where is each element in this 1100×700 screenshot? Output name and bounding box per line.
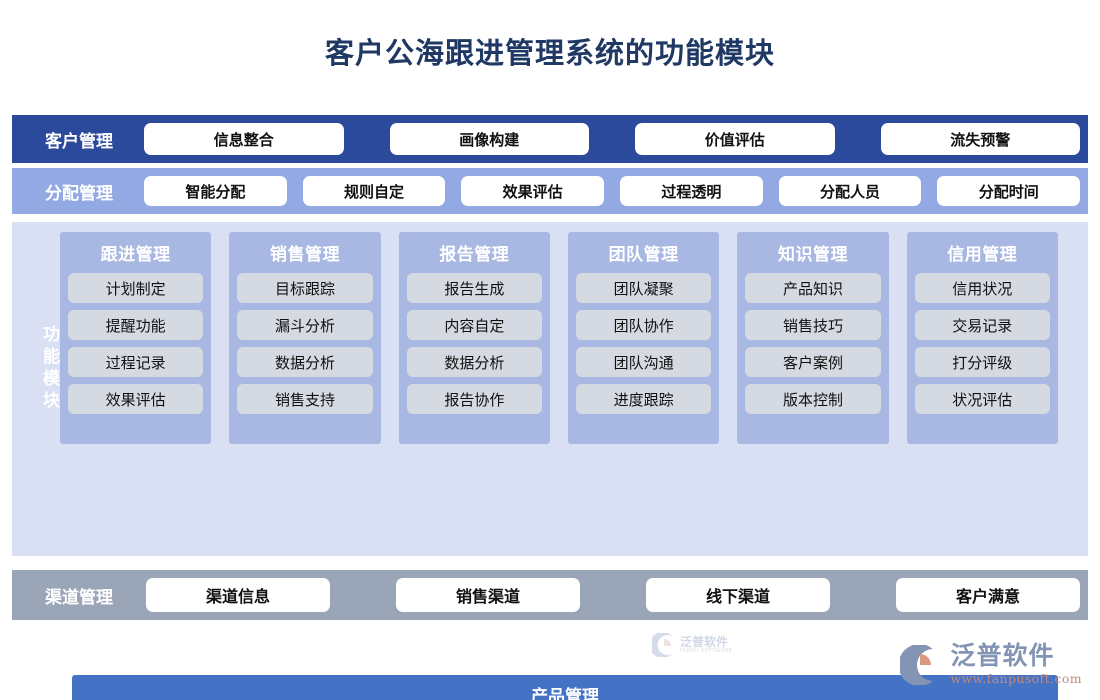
module-item[interactable]: 目标跟踪 [237, 273, 373, 303]
module-column-title: 团队管理 [608, 245, 679, 265]
module-column-team[interactable]: 团队管理 团队凝聚 团队协作 团队沟通 进度跟踪 [567, 232, 720, 444]
module-column-title: 信用管理 [947, 245, 1018, 265]
brand-url: www.fanpusoft.com [950, 671, 1082, 686]
watermark-name: 泛普软件 [680, 634, 729, 649]
page-title: 客户公海跟进管理系统的功能模块 [324, 36, 775, 70]
chip-assign-2[interactable]: 效果评估 [461, 176, 605, 206]
watermark-logo: 泛普软件 FANPU SOFTWARE [652, 630, 762, 660]
chip-channel-0[interactable]: 渠道信息 [146, 578, 330, 612]
chip-assign-3[interactable]: 过程透明 [620, 176, 763, 206]
module-item[interactable]: 产品知识 [745, 273, 881, 303]
module-column-followup[interactable]: 跟进管理 计划制定 提醒功能 过程记录 效果评估 [60, 232, 212, 444]
module-item[interactable]: 销售支持 [237, 384, 373, 414]
module-columns: 跟进管理 计划制定 提醒功能 过程记录 效果评估 销售管理 目标跟踪 漏斗分析 … [60, 232, 1058, 444]
module-column-title: 跟进管理 [100, 245, 171, 265]
panel-title-product-management: 产品管理 [531, 687, 599, 700]
module-item[interactable]: 漏斗分析 [237, 310, 373, 340]
module-item[interactable]: 报告生成 [406, 273, 542, 303]
module-item[interactable]: 版本控制 [745, 384, 881, 414]
watermark-sub: FANPU SOFTWARE [680, 648, 733, 655]
module-item[interactable]: 团队协作 [575, 310, 712, 340]
module-item[interactable]: 内容自定 [406, 310, 542, 340]
module-item[interactable]: 数据分析 [237, 347, 373, 377]
chip-channel-1[interactable]: 销售渠道 [396, 578, 580, 612]
chip-channel-3[interactable]: 客户满意 [896, 578, 1080, 612]
panel-label-function-modules: 功能模块 [39, 325, 59, 413]
row-label-assignment-management: 分配管理 [45, 183, 113, 204]
module-item[interactable]: 团队凝聚 [575, 273, 712, 303]
module-column-items: 团队凝聚 团队协作 团队沟通 进度跟踪 [575, 273, 712, 435]
module-item[interactable]: 效果评估 [68, 384, 204, 414]
module-item[interactable]: 提醒功能 [68, 310, 204, 340]
brand-text: 泛普软件 www.fanpusoft.com [950, 643, 1082, 686]
chip-channel-2[interactable]: 线下渠道 [646, 578, 830, 612]
chip-customer-0[interactable]: 信息整合 [144, 123, 344, 155]
module-column-title: 销售管理 [269, 245, 340, 265]
brand-name: 泛普软件 [950, 641, 1055, 670]
module-column-items: 产品知识 销售技巧 客户案例 版本控制 [745, 273, 881, 435]
module-column-report[interactable]: 报告管理 报告生成 内容自定 数据分析 报告协作 [398, 232, 550, 444]
panel-function-modules: 功能模块 跟进管理 计划制定 提醒功能 过程记录 效果评估 销售管理 目标跟踪 … [12, 222, 1088, 700]
chip-assign-5[interactable]: 分配时间 [937, 176, 1081, 206]
module-item[interactable]: 打分评级 [914, 347, 1050, 377]
module-item[interactable]: 信用状况 [914, 273, 1050, 303]
module-item[interactable]: 进度跟踪 [575, 384, 712, 414]
module-column-title: 报告管理 [439, 245, 510, 265]
module-column-knowledge[interactable]: 知识管理 产品知识 销售技巧 客户案例 版本控制 [737, 232, 889, 444]
row-channel-management: 渠道管理 渠道信息 销售渠道 线下渠道 客户满意 [12, 570, 1088, 620]
row-label-customer-management: 客户管理 [45, 131, 113, 152]
fanpu-logo-icon [652, 633, 672, 657]
module-column-items: 信用状况 交易记录 打分评级 状况评估 [914, 273, 1050, 435]
module-item[interactable]: 数据分析 [406, 347, 542, 377]
module-column-items: 报告生成 内容自定 数据分析 报告协作 [406, 273, 542, 435]
module-item[interactable]: 过程记录 [68, 347, 204, 377]
row-customer-management: 客户管理 信息整合 画像构建 价值评估 流失预警 [12, 115, 1088, 163]
module-item[interactable]: 客户案例 [745, 347, 881, 377]
module-item[interactable]: 团队沟通 [575, 347, 712, 377]
fanpu-logo-icon [900, 644, 934, 685]
chip-assign-0[interactable]: 智能分配 [144, 176, 287, 206]
row-items-assignment-management: 智能分配 规则自定 效果评估 过程透明 分配人员 分配时间 [138, 168, 1081, 214]
chip-assign-1[interactable]: 规则自定 [302, 176, 446, 206]
panel-product-management: 产品管理 产品信息 产品目录 产品价格 产品库存 及时了解 产品报价 订单管理 [72, 675, 1058, 700]
module-column-credit[interactable]: 信用管理 信用状况 交易记录 打分评级 状况评估 [906, 232, 1058, 444]
module-item[interactable]: 状况评估 [914, 384, 1050, 414]
row-items-channel-management: 渠道信息 销售渠道 线下渠道 客户满意 [138, 570, 1080, 620]
module-item[interactable]: 销售技巧 [745, 310, 881, 340]
module-item[interactable]: 计划制定 [68, 273, 204, 303]
module-column-title: 知识管理 [777, 245, 848, 265]
brand-logo: 泛普软件 www.fanpusoft.com [900, 643, 1082, 686]
module-column-items: 目标跟踪 漏斗分析 数据分析 销售支持 [237, 273, 373, 435]
module-column-items: 计划制定 提醒功能 过程记录 效果评估 [68, 273, 204, 435]
module-column-sales[interactable]: 销售管理 目标跟踪 漏斗分析 数据分析 销售支持 [229, 232, 381, 444]
module-item[interactable]: 报告协作 [406, 384, 542, 414]
chip-assign-4[interactable]: 分配人员 [778, 176, 922, 206]
chip-customer-2[interactable]: 价值评估 [635, 123, 835, 155]
chip-customer-1[interactable]: 画像构建 [389, 123, 589, 155]
row-items-customer-management: 信息整合 画像构建 价值评估 流失预警 [138, 115, 1080, 163]
chip-customer-3[interactable]: 流失预警 [880, 123, 1080, 155]
row-assignment-management: 分配管理 智能分配 规则自定 效果评估 过程透明 分配人员 分配时间 [12, 168, 1088, 214]
row-label-channel-management: 渠道管理 [45, 587, 113, 608]
module-item[interactable]: 交易记录 [914, 310, 1050, 340]
